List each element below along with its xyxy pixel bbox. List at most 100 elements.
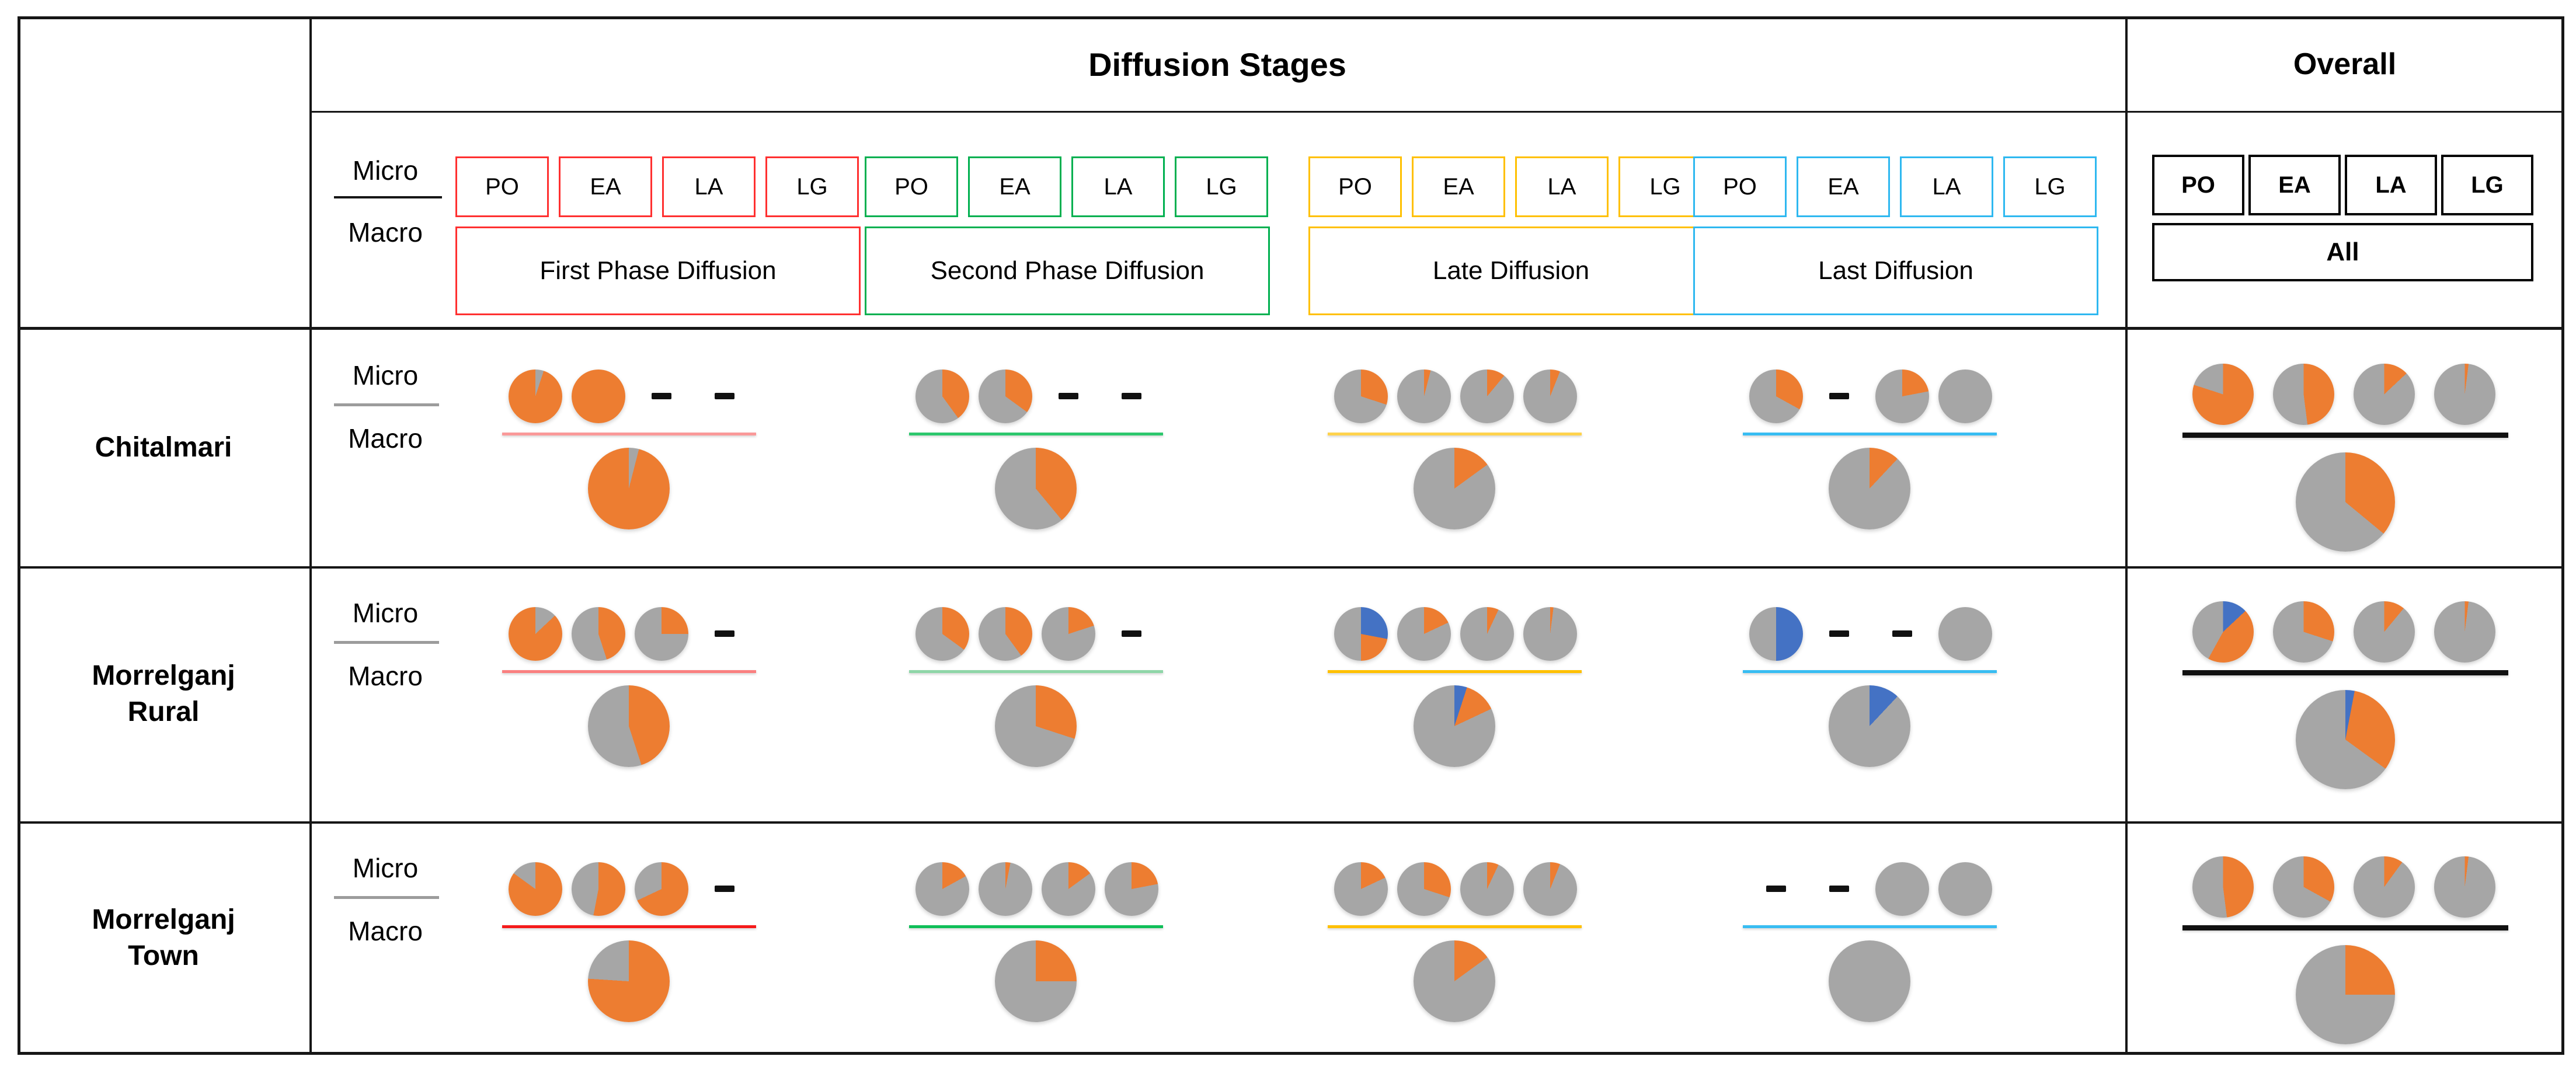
micro-pie [1460, 862, 1514, 916]
micro-pie [635, 607, 688, 661]
macro-pie [995, 685, 1077, 767]
row-micro-macro-divider [334, 896, 439, 899]
overall-code-box: LA [2345, 155, 2437, 215]
diffusion-stages-title: Diffusion Stages [1088, 46, 1346, 83]
micro-pie [1875, 370, 1929, 423]
row-label-line: Morrelganj [92, 904, 235, 935]
stage-divider-line [909, 433, 1163, 435]
divider-header-bottom [18, 327, 2564, 330]
divider-header-inner [309, 111, 2564, 113]
divider-label-column [309, 16, 312, 1055]
micro-pie [2434, 856, 2495, 918]
micro-pie [1334, 370, 1388, 423]
table-frame [18, 16, 2564, 1055]
header-micro-label: Micro [352, 155, 419, 186]
missing-dash [1059, 393, 1078, 399]
macro-pie [2296, 690, 2395, 789]
overall-title: Overall [2293, 47, 2397, 81]
row-label: Chitalmari [20, 329, 307, 566]
stage-code-box: LA [1900, 156, 1993, 217]
missing-dash [1122, 393, 1141, 399]
micro-pie [509, 370, 562, 423]
macro-pie [1829, 685, 1910, 767]
stage-code-box: LG [1175, 156, 1268, 217]
overall-code-box: PO [2152, 155, 2244, 215]
micro-pie [1938, 607, 1992, 661]
stage-divider-line [1328, 433, 1582, 435]
macro-pie [995, 940, 1077, 1022]
micro-pie [1749, 370, 1803, 423]
overall-all-box: All [2152, 223, 2533, 281]
micro-pie [2272, 856, 2334, 918]
micro-pie [2192, 856, 2254, 918]
micro-pie [1042, 862, 1095, 916]
micro-pie [2353, 363, 2415, 425]
macro-pie [1414, 685, 1495, 767]
micro-pie [2272, 601, 2334, 663]
missing-dash [1829, 393, 1849, 399]
micro-pie [572, 370, 625, 423]
stage-name-box: Late Diffusion [1308, 226, 1714, 315]
micro-pie [1875, 862, 1929, 916]
overall-divider-line [2182, 433, 2508, 438]
micro-pie [979, 607, 1032, 661]
row-micro-label: Micro [352, 360, 419, 391]
stage-code-box: PO [865, 156, 958, 217]
micro-pie [2353, 856, 2415, 918]
micro-pie [509, 862, 562, 916]
micro-pie [1749, 607, 1803, 661]
overall-divider-line [2182, 925, 2508, 930]
stage-name-box: Last Diffusion [1693, 226, 2098, 315]
macro-pie [588, 685, 670, 767]
stage-divider-line [1743, 925, 1997, 928]
missing-dash [715, 886, 734, 892]
micro-pie [1397, 370, 1451, 423]
stage-code-box: EA [1797, 156, 1890, 217]
stage-code-box: LA [1071, 156, 1165, 217]
stage-code-box: EA [559, 156, 652, 217]
header-micro-macro-divider [334, 196, 442, 198]
row-macro-label: Macro [348, 661, 423, 691]
row-micro-label: Micro [352, 853, 419, 883]
missing-dash [1766, 886, 1786, 892]
stage-divider-line [1328, 925, 1582, 928]
micro-pie [1105, 862, 1158, 916]
micro-pie [2192, 601, 2254, 663]
stage-code-box: LG [2003, 156, 2097, 217]
macro-pie [1414, 448, 1495, 529]
stage-code-box: EA [1412, 156, 1505, 217]
macro-pie [588, 940, 670, 1022]
micro-pie [1938, 370, 1992, 423]
stage-divider-line [909, 670, 1163, 673]
micro-pie [1523, 370, 1577, 423]
macro-pie [2296, 452, 2395, 552]
missing-dash [652, 393, 671, 399]
header-macro-label: Macro [348, 217, 423, 248]
stage-code-box: LA [662, 156, 756, 217]
missing-dash [715, 393, 734, 399]
row-macro-label: Macro [348, 423, 423, 454]
macro-pie [1414, 940, 1495, 1022]
micro-pie [509, 607, 562, 661]
stage-code-box: LG [765, 156, 859, 217]
row-micro-label: Micro [352, 598, 419, 628]
micro-pie [979, 862, 1032, 916]
overall-code-box: EA [2248, 155, 2341, 215]
micro-pie [979, 370, 1032, 423]
stage-divider-line [502, 433, 756, 435]
missing-dash [1829, 886, 1849, 892]
stage-divider-line [1743, 670, 1997, 673]
stage-code-box: PO [1693, 156, 1787, 217]
macro-pie [1829, 940, 1910, 1022]
micro-pie [572, 607, 625, 661]
divider-row-1 [18, 566, 2564, 569]
stage-divider-line [1328, 670, 1582, 673]
overall-divider-line [2182, 670, 2508, 675]
micro-pie [1523, 862, 1577, 916]
micro-pie [1460, 607, 1514, 661]
micro-pie [2272, 363, 2334, 425]
row-macro-label: Macro [348, 916, 423, 946]
